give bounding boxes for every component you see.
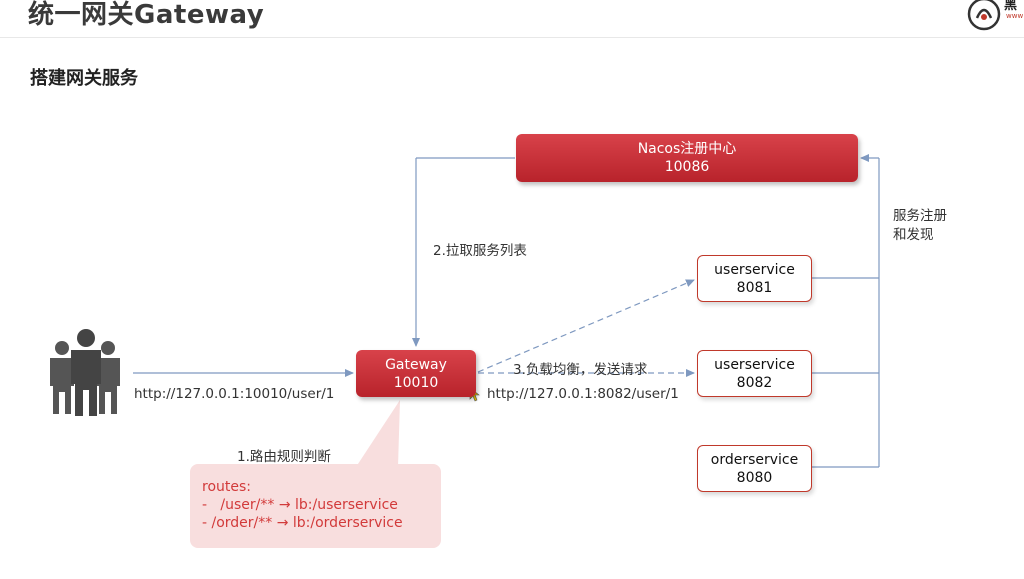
slide-title: 统一网关Gateway xyxy=(28,0,265,30)
gateway-name: Gateway xyxy=(385,356,447,373)
service-name: orderservice xyxy=(710,451,799,468)
logo-subtext: www xyxy=(1006,12,1024,20)
route-user-line: - /user/** → lb:/userservice xyxy=(202,497,398,513)
userservice-8082-node[interactable]: userservice 8082 xyxy=(697,350,812,397)
route-rule-label: 1.路由规则判断 xyxy=(237,449,331,465)
service-port: 8081 xyxy=(736,279,773,296)
service-port: 8082 xyxy=(736,374,773,391)
routes-header: routes: xyxy=(202,479,251,495)
nacos-name: Nacos注册中心 xyxy=(637,141,737,157)
users-group-icon xyxy=(50,329,120,416)
gateway-node[interactable]: Gateway 10010 xyxy=(356,350,476,397)
service-port: 8080 xyxy=(736,469,773,486)
route-order-line: - /order/** → lb:/orderservice xyxy=(202,515,403,531)
lb-arrow-8081 xyxy=(477,279,695,373)
load-balance-label: 3.负载均衡，发送请求 xyxy=(513,362,648,378)
pull-services-label: 2.拉取服务列表 xyxy=(433,243,527,259)
orderservice-8080-node[interactable]: orderservice 8080 xyxy=(697,445,812,492)
service-name: userservice xyxy=(714,261,795,278)
register-label-line2: 和发现 xyxy=(893,227,934,243)
callout-pointer xyxy=(356,400,400,467)
forward-url-label: http://127.0.0.1:8082/user/1 xyxy=(487,386,679,402)
logo-text: 黑 xyxy=(1004,0,1018,13)
section-title: 搭建网关服务 xyxy=(30,68,138,89)
register-label-line1: 服务注册 xyxy=(893,208,947,224)
logo-icon xyxy=(967,0,1001,31)
nacos-registry-node[interactable]: Nacos注册中心 10086 xyxy=(516,134,858,182)
routes-callout: routes: - /user/** → lb:/userservice - /… xyxy=(190,464,441,548)
service-name: userservice xyxy=(714,356,795,373)
gateway-port: 10010 xyxy=(393,374,439,391)
title-divider xyxy=(0,37,1024,38)
register-discovery-label: 服务注册 和发现 xyxy=(893,207,947,245)
userservice-8081-node[interactable]: userservice 8081 xyxy=(697,255,812,302)
nacos-port: 10086 xyxy=(664,159,710,175)
client-url-label: http://127.0.0.1:10010/user/1 xyxy=(134,386,335,402)
